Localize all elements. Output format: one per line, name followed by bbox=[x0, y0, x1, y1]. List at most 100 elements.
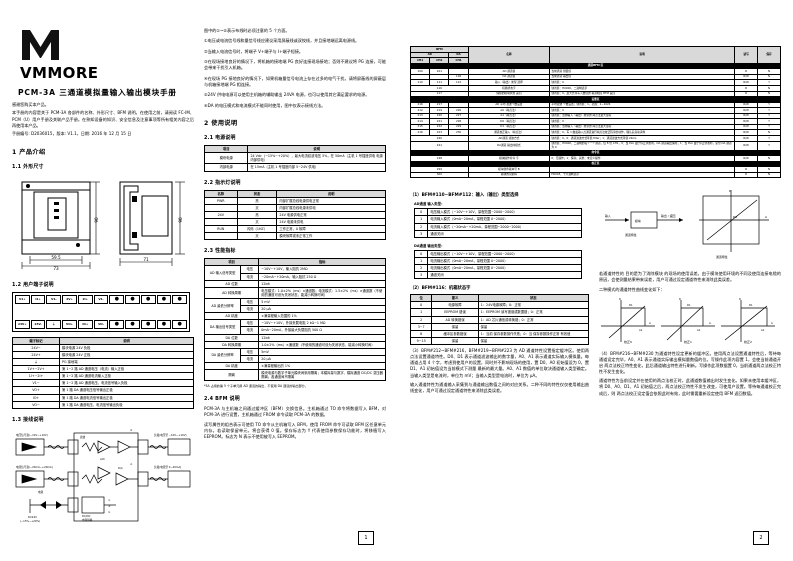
terminal: VO- bbox=[93, 319, 109, 329]
terminal-description-table: 端子标记 说明 24V−模块电源 24V 负极 24V+模块电源 24V 正极 … bbox=[11, 336, 194, 409]
table-row: AD 转换周期电压模式：1.0±2%（ms）×通道数；电流模式：1.5±2%（m… bbox=[203, 286, 386, 299]
wire-label-source2: 电流信号源(−20mA~+20mA) bbox=[16, 465, 53, 469]
terminal: ● bbox=[125, 294, 140, 304]
wire-label-n5: ④ bbox=[130, 463, 133, 466]
terminal-row-bottom: 24V+ 24V- ⏚ VO+ IO+ VO- ● ● ● ● ● bbox=[15, 319, 188, 329]
page-number-right: 2 bbox=[753, 531, 769, 545]
section-2-2-heading: 2.2 指示灯说明 bbox=[204, 179, 241, 186]
section-2-1-heading: 2.1 电源说明 bbox=[204, 135, 236, 142]
right-column-2: 输入 模块 输出 / 返回 通道特性 通道特性 D A D0 若通道特性的 目的… bbox=[599, 186, 781, 396]
da-type-label: DA通道 输出类型： bbox=[414, 243, 445, 248]
wire-label-n4: ② bbox=[130, 429, 133, 432]
th-meaning: 意义 bbox=[431, 294, 479, 303]
left-column-2: 图中的①~⑤表示布线时必须注意的 5 个方面。 ①电压或电流信号线和量信号线应建… bbox=[203, 14, 386, 484]
document-title: PCM-3A 三通道模拟量输入输出模块手册 bbox=[18, 88, 177, 97]
th-power-item: 项目 bbox=[203, 145, 249, 154]
bfm-paragraph-8: 通道特性为当前设定并在使用的两点法校正时，此通道数值输出时发生变化。如果未使用本… bbox=[599, 378, 781, 396]
fig-input-label: 输入 bbox=[605, 213, 611, 218]
dim-73: 73 bbox=[53, 266, 59, 271]
svg-text:D1: D1 bbox=[629, 303, 633, 307]
th-power-desc: 说明 bbox=[247, 145, 386, 154]
bfm-paragraph-2: 读写属性的组合表示可使用 TO 命令从主机箱写入 BFM，使用 FROM 命令可… bbox=[204, 421, 386, 439]
note-5: ⑤24V 供电电源可以使用主机箱的辅助输出 24VA 电源，也可以使用其它满足要… bbox=[204, 92, 370, 98]
th-save: 保存 bbox=[757, 46, 781, 64]
wire-label-load1: 负载(电压型 −10V~+10V) bbox=[154, 433, 187, 437]
table-row: AD 输入信号类型电压−10V~+10V，输入阻抗 2MΩ bbox=[203, 265, 386, 281]
th-terminal-mark: 端子标记 bbox=[11, 336, 61, 345]
wire-label-filter: 滤波 bbox=[80, 435, 86, 439]
fig-axis-a: A bbox=[765, 215, 767, 219]
dimension-drawing: 90 59.5 73 bbox=[12, 174, 194, 274]
bfm-paragraph-1: PCM-3A 与主机箱之间通过缓冲区（BFM）交换信息。主机箱通过 TO 命令将… bbox=[204, 406, 386, 418]
th-perf-item: 项目 bbox=[203, 258, 260, 267]
section-2-heading: 2 使用说明 bbox=[204, 120, 238, 128]
page-right: BFM 名称 说明 读写 保存 AD DA CH1 CH2 CH1 通道BFM … bbox=[398, 0, 793, 561]
svg-text:A1: A1 bbox=[639, 328, 643, 332]
thanks-text: 感谢您购买本产品。 bbox=[12, 102, 49, 107]
wire-label-power: 电源 bbox=[38, 490, 44, 494]
svg-text:D1: D1 bbox=[749, 303, 753, 307]
curve-label-1: 校正1 bbox=[684, 339, 692, 344]
performance-table: 项目 指标 AD 输入信号类型电压−10V~+10V，输入阻抗 2MΩ 电流−2… bbox=[203, 258, 386, 382]
terminal: ● bbox=[109, 319, 125, 329]
fig-module-label: 模块 bbox=[635, 218, 641, 223]
section-1-heading: 1 产品介绍 bbox=[12, 148, 46, 156]
wire-label-n1: ① bbox=[108, 499, 111, 502]
table-row: 隔离模块电源与数字子单元模块间采用隔离；本模拟量与数字、模拟通道 DC/DC 变… bbox=[203, 369, 386, 382]
bfm-paragraph-5: 若通道特性的 目的是为了消除模块 的现场的使用误差。由于模块使用环境的不同及使用… bbox=[599, 271, 781, 283]
curve-label-2: 校正2 bbox=[744, 339, 752, 344]
table-row: 灭模块故障或未正常工作 bbox=[204, 232, 386, 241]
brand-name: VMMORE bbox=[20, 64, 99, 82]
ad-type-label: AD通道 输入类型： bbox=[414, 202, 445, 207]
performance-note: *3A 占用的第 5 个子单元用 AD 通道的输出，不使用 DA 通道的输出部分… bbox=[204, 384, 308, 389]
svg-text:D: D bbox=[739, 297, 741, 301]
note-2: ②当输入电流信号时，将端子 V+端子与 I+端子短接。 bbox=[204, 48, 304, 54]
terminal: ● bbox=[125, 319, 140, 329]
section-2-3-heading: 2.3 性能指标 bbox=[204, 248, 236, 255]
section-1-1-heading: 1.1 外形尺寸 bbox=[12, 163, 44, 170]
section-1-3-heading: 1.3 接线说明 bbox=[12, 416, 44, 423]
wire-label-dc24v: DC24V bbox=[28, 515, 37, 519]
terminal: ● bbox=[156, 294, 172, 304]
fig-channel-label-2: 通道特性 bbox=[716, 254, 728, 259]
fig-axis-d: D bbox=[729, 189, 732, 193]
terminal: V1- bbox=[46, 294, 62, 304]
svg-text:A: A bbox=[709, 321, 711, 325]
calibration-curves-figure: D A D1 A1 校正0 bbox=[599, 296, 781, 348]
terminal: 2I+ bbox=[77, 294, 93, 304]
terminal: I1+ bbox=[30, 294, 46, 304]
table-row: VO+第 1 路 DA 通道电压信号输出正极 bbox=[11, 386, 194, 395]
channel-characteristic-figure: 输入 模块 输出 / 返回 通道特性 通道特性 D A D0 bbox=[599, 186, 781, 268]
th-rw: 读写 bbox=[734, 46, 759, 64]
wire-label-source1: 电压信号源(−10V~+10V) bbox=[16, 433, 48, 437]
group-row-3: 命令区 bbox=[410, 149, 781, 157]
svg-text:D: D bbox=[679, 297, 681, 301]
note-1: ①电压或电流信号线和量信号线应建议采用屏蔽线或双绞线，并且接地端远离电源线。 bbox=[204, 38, 360, 44]
terminal: ● bbox=[156, 319, 172, 329]
terminal-row-top: V1+ I1+ V1- 2V+ 2I+ V1- ● ● ● ● ● bbox=[15, 294, 188, 304]
th-led-state: 状态 bbox=[236, 189, 278, 198]
th-led-name: 名称 bbox=[204, 189, 238, 198]
page-number-left: 1 bbox=[358, 531, 374, 545]
vmmore-logo-icon bbox=[20, 28, 62, 62]
